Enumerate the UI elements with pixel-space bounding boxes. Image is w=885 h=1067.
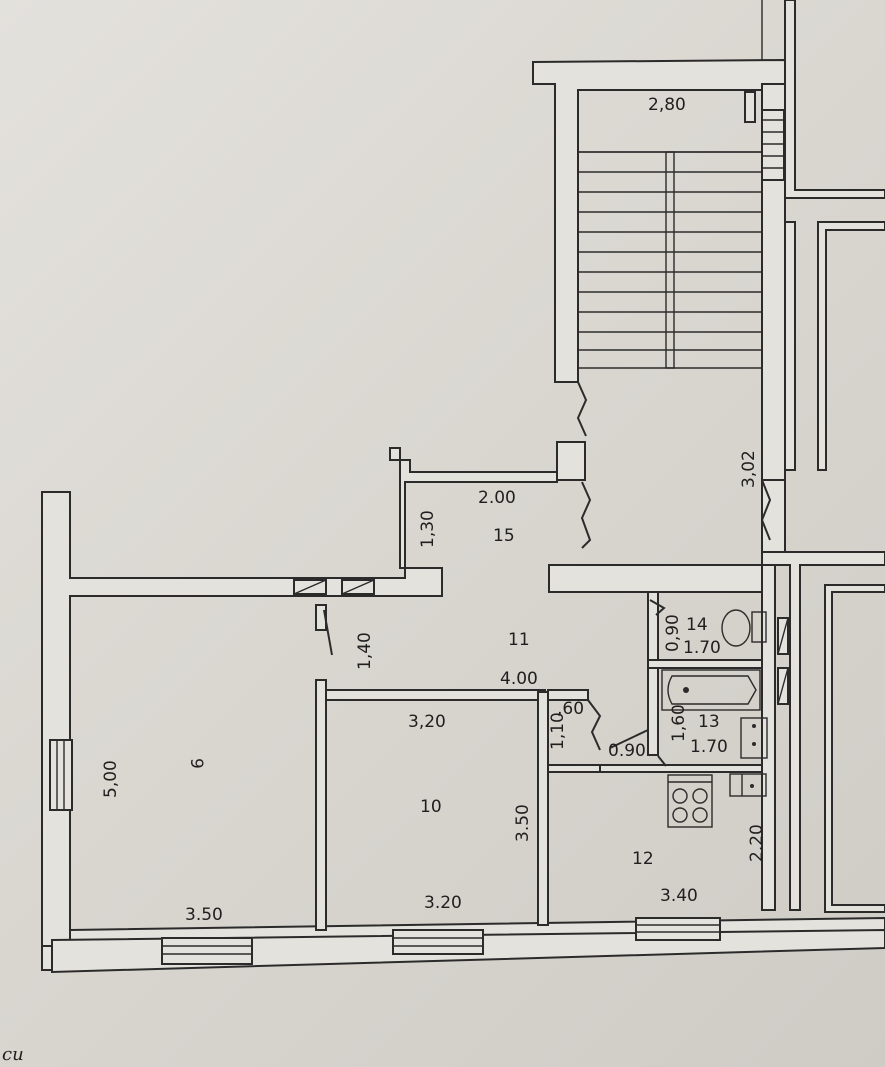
bathtub-fixture bbox=[661, 669, 761, 711]
dim-hall-width: 1,40 bbox=[355, 632, 375, 670]
dim-room13-depth: 1,60 bbox=[669, 704, 689, 742]
room-label-9: 9 bbox=[186, 758, 206, 769]
room-label-12: 12 bbox=[632, 849, 654, 869]
interior-walls bbox=[315, 591, 763, 931]
dim-room10-bottom: 3.20 bbox=[424, 893, 462, 913]
corner-text: си bbox=[2, 1044, 24, 1065]
dim-closet-width: ,60 bbox=[557, 699, 584, 719]
stove-fixture bbox=[667, 774, 713, 828]
dim-room9-depth: 5,00 bbox=[101, 760, 121, 798]
dim-hall-length: 4.00 bbox=[500, 669, 538, 689]
toilet-fixture bbox=[721, 609, 767, 647]
dim-stair-width: 2,80 bbox=[648, 95, 686, 115]
vent-shafts bbox=[293, 579, 789, 705]
dim-room10-depth: 3.50 bbox=[513, 804, 533, 842]
stairwell bbox=[532, 0, 885, 553]
dim-room12-width: 3.40 bbox=[660, 886, 698, 906]
right-structure bbox=[761, 221, 885, 913]
room-label-15: 15 bbox=[493, 526, 515, 546]
dim-room14-width: 1.70 bbox=[683, 638, 721, 658]
dim-room14-depth: 0,90 bbox=[663, 614, 683, 652]
door-room15 bbox=[580, 481, 592, 549]
dim-room15-depth: 1,30 bbox=[418, 510, 438, 548]
dim-room9-width: 3.50 bbox=[185, 905, 223, 925]
dim-room10-top: 3,20 bbox=[408, 712, 446, 732]
dim-stair-length: 3,02 bbox=[739, 450, 759, 488]
room-label-14: 14 bbox=[686, 615, 708, 635]
window-room9-side bbox=[49, 739, 73, 811]
room-label-11: 11 bbox=[508, 630, 530, 650]
washbasin-fixture bbox=[740, 717, 768, 759]
room-label-13: 13 bbox=[698, 712, 720, 732]
dim-closet-depth: 1,10 bbox=[548, 712, 568, 750]
sink-fixture bbox=[729, 773, 767, 797]
windows-bottom bbox=[161, 917, 721, 965]
dim-door-width: 0.90 bbox=[608, 741, 646, 761]
dim-room13-width: 1.70 bbox=[690, 737, 728, 757]
room-label-10: 10 bbox=[420, 797, 442, 817]
dim-room12-depth: 2.20 bbox=[747, 824, 767, 862]
stair-treads bbox=[578, 151, 762, 369]
dim-room15-width: 2.00 bbox=[478, 488, 516, 508]
